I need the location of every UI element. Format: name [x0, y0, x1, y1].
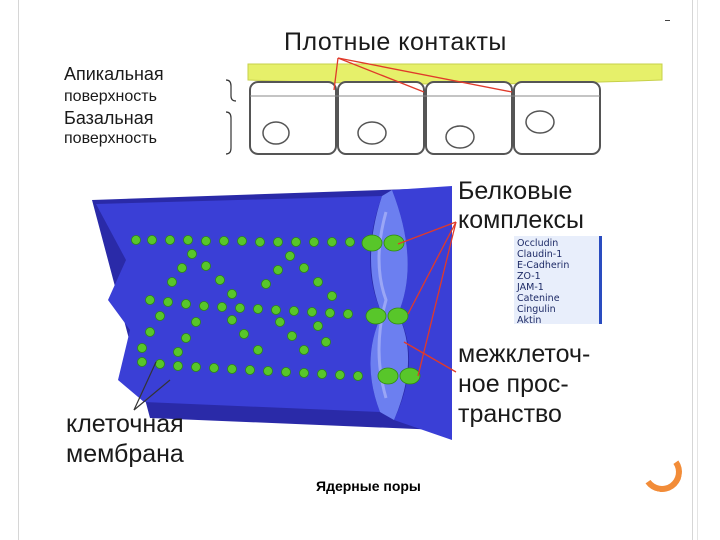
strand-middle [145, 295, 353, 319]
protein-item: Occludin [517, 238, 559, 249]
protein-complexes-label-line1: Белковые [458, 177, 573, 205]
basal-surface-label-line2: поверхность [64, 130, 157, 147]
intercellular-space-label-line2: ное прос- [458, 370, 569, 398]
protein-strands [131, 234, 421, 385]
cell-2 [337, 81, 425, 155]
corner-dash [665, 20, 670, 21]
nucleus-1 [262, 121, 290, 145]
cell-nuclei [262, 110, 555, 149]
cell-membrane-label-line2: мембрана [66, 440, 184, 468]
caption-nuclear-pores: Ядерные поры [316, 478, 421, 494]
protein-complexes-label-line2: комплексы [458, 206, 585, 234]
title-pointers [333, 57, 513, 93]
frame-right-line [692, 0, 693, 540]
protein-pointers [397, 221, 457, 377]
nucleus-3 [445, 125, 475, 149]
junction-pairs [361, 234, 421, 385]
title-tight-contacts: Плотные контакты [284, 28, 507, 56]
strand-top [131, 235, 355, 247]
nucleus-2 [357, 121, 387, 145]
cell-4 [513, 81, 601, 155]
protein-list-box: Occludin Claudin-1 E-Cadherin ZO-1 JAM-1… [514, 236, 602, 326]
apical-surface-label-line1: Апикальная [64, 64, 164, 84]
frame-right-line-inner [697, 0, 698, 540]
protein-item: ZO-1 [517, 271, 541, 282]
strand-diagonal-2 [173, 251, 337, 357]
cell-1 [249, 81, 337, 155]
intercellular-space-label-line3: транство [458, 400, 562, 428]
frame-left-line [18, 0, 19, 540]
cell-membrane-label-line1: клеточная [66, 410, 184, 438]
nucleus-4 [525, 110, 555, 134]
protein-item: E-Cadherin [517, 260, 570, 271]
basal-surface-label-line1: Базальная [64, 108, 154, 128]
intercellular-space-label-line1: межклеточ- [458, 340, 591, 368]
label-brackets [225, 79, 237, 155]
protein-item: Aktin [517, 315, 542, 326]
strand-diagonal-1 [137, 249, 237, 353]
protein-item: Cingulin [517, 304, 556, 315]
apical-surface-label-line2: поверхность [64, 88, 157, 105]
protein-item: Claudin-1 [517, 249, 563, 260]
membrane-right-cell [392, 186, 452, 440]
strand-bottom [137, 357, 363, 381]
cell-3 [425, 81, 513, 155]
epithelial-cells [249, 81, 601, 155]
protein-item: Catenine [517, 293, 560, 304]
protein-item: JAM-1 [517, 282, 544, 293]
membrane-pointers [133, 361, 171, 411]
space-pointer [403, 341, 457, 373]
